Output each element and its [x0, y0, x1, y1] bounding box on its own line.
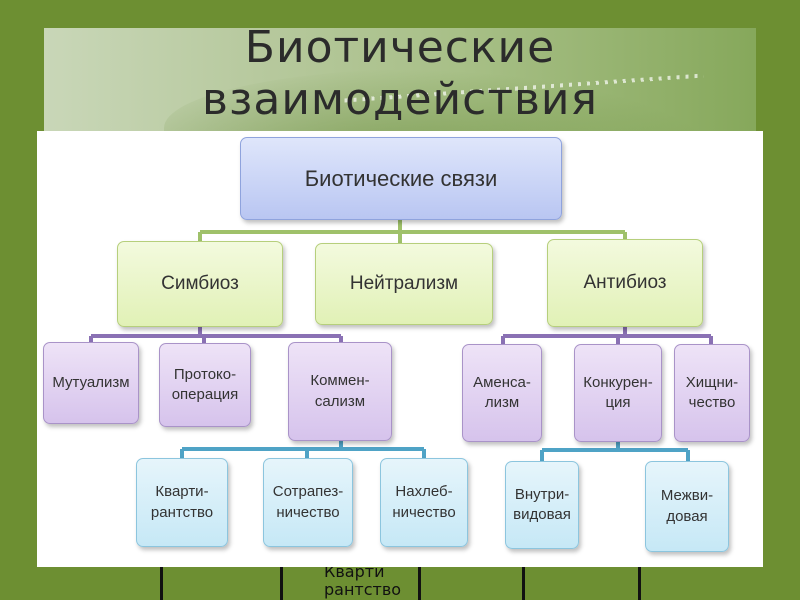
connectors-level1	[198, 220, 627, 243]
node-interspecific: Межви- довая	[645, 461, 729, 552]
slide-title-line-2: взаимодействия	[202, 74, 598, 125]
node-commensalism: Коммен- сализм	[288, 342, 392, 441]
slide-title-line-1: Биотические	[244, 22, 556, 73]
node-antibiosis: Антибиоз	[547, 239, 703, 327]
node-intraspecific: Внутри- видовая	[505, 461, 579, 549]
title-background-image	[44, 28, 756, 138]
background-table-fragment: Кварти рантство	[40, 562, 760, 600]
hierarchy-diagram: Биотические связи Симбиоз Нейтрализм Ант…	[37, 131, 763, 567]
node-predation: Хищни- чество	[674, 344, 750, 442]
node-table-sharing: Сотрапез- ничество	[263, 458, 353, 547]
table-line	[160, 565, 163, 600]
slide-title: Биотические взаимодействия	[0, 22, 800, 126]
table-line	[280, 565, 283, 600]
node-competition: Конкурен- ция	[574, 344, 662, 442]
node-biotic-links: Биотические связи	[240, 137, 562, 220]
node-amensalism: Аменса- лизм	[462, 344, 542, 442]
connectors-level2	[89, 327, 713, 344]
table-line	[522, 565, 525, 600]
node-lodging: Кварти- рантство	[136, 458, 228, 547]
connector-lines	[89, 220, 713, 461]
node-protocooperation: Протоко- операция	[159, 343, 251, 427]
table-line	[418, 565, 421, 600]
node-freeloading: Нахлеб- ничество	[380, 458, 468, 547]
connectors-level3	[180, 441, 690, 461]
table-cell-text: Кварти рантство	[324, 562, 402, 599]
node-neutralism: Нейтрализм	[315, 243, 493, 325]
table-line	[638, 565, 641, 600]
node-mutualism: Мутуализм	[43, 342, 139, 424]
node-symbiosis: Симбиоз	[117, 241, 283, 327]
